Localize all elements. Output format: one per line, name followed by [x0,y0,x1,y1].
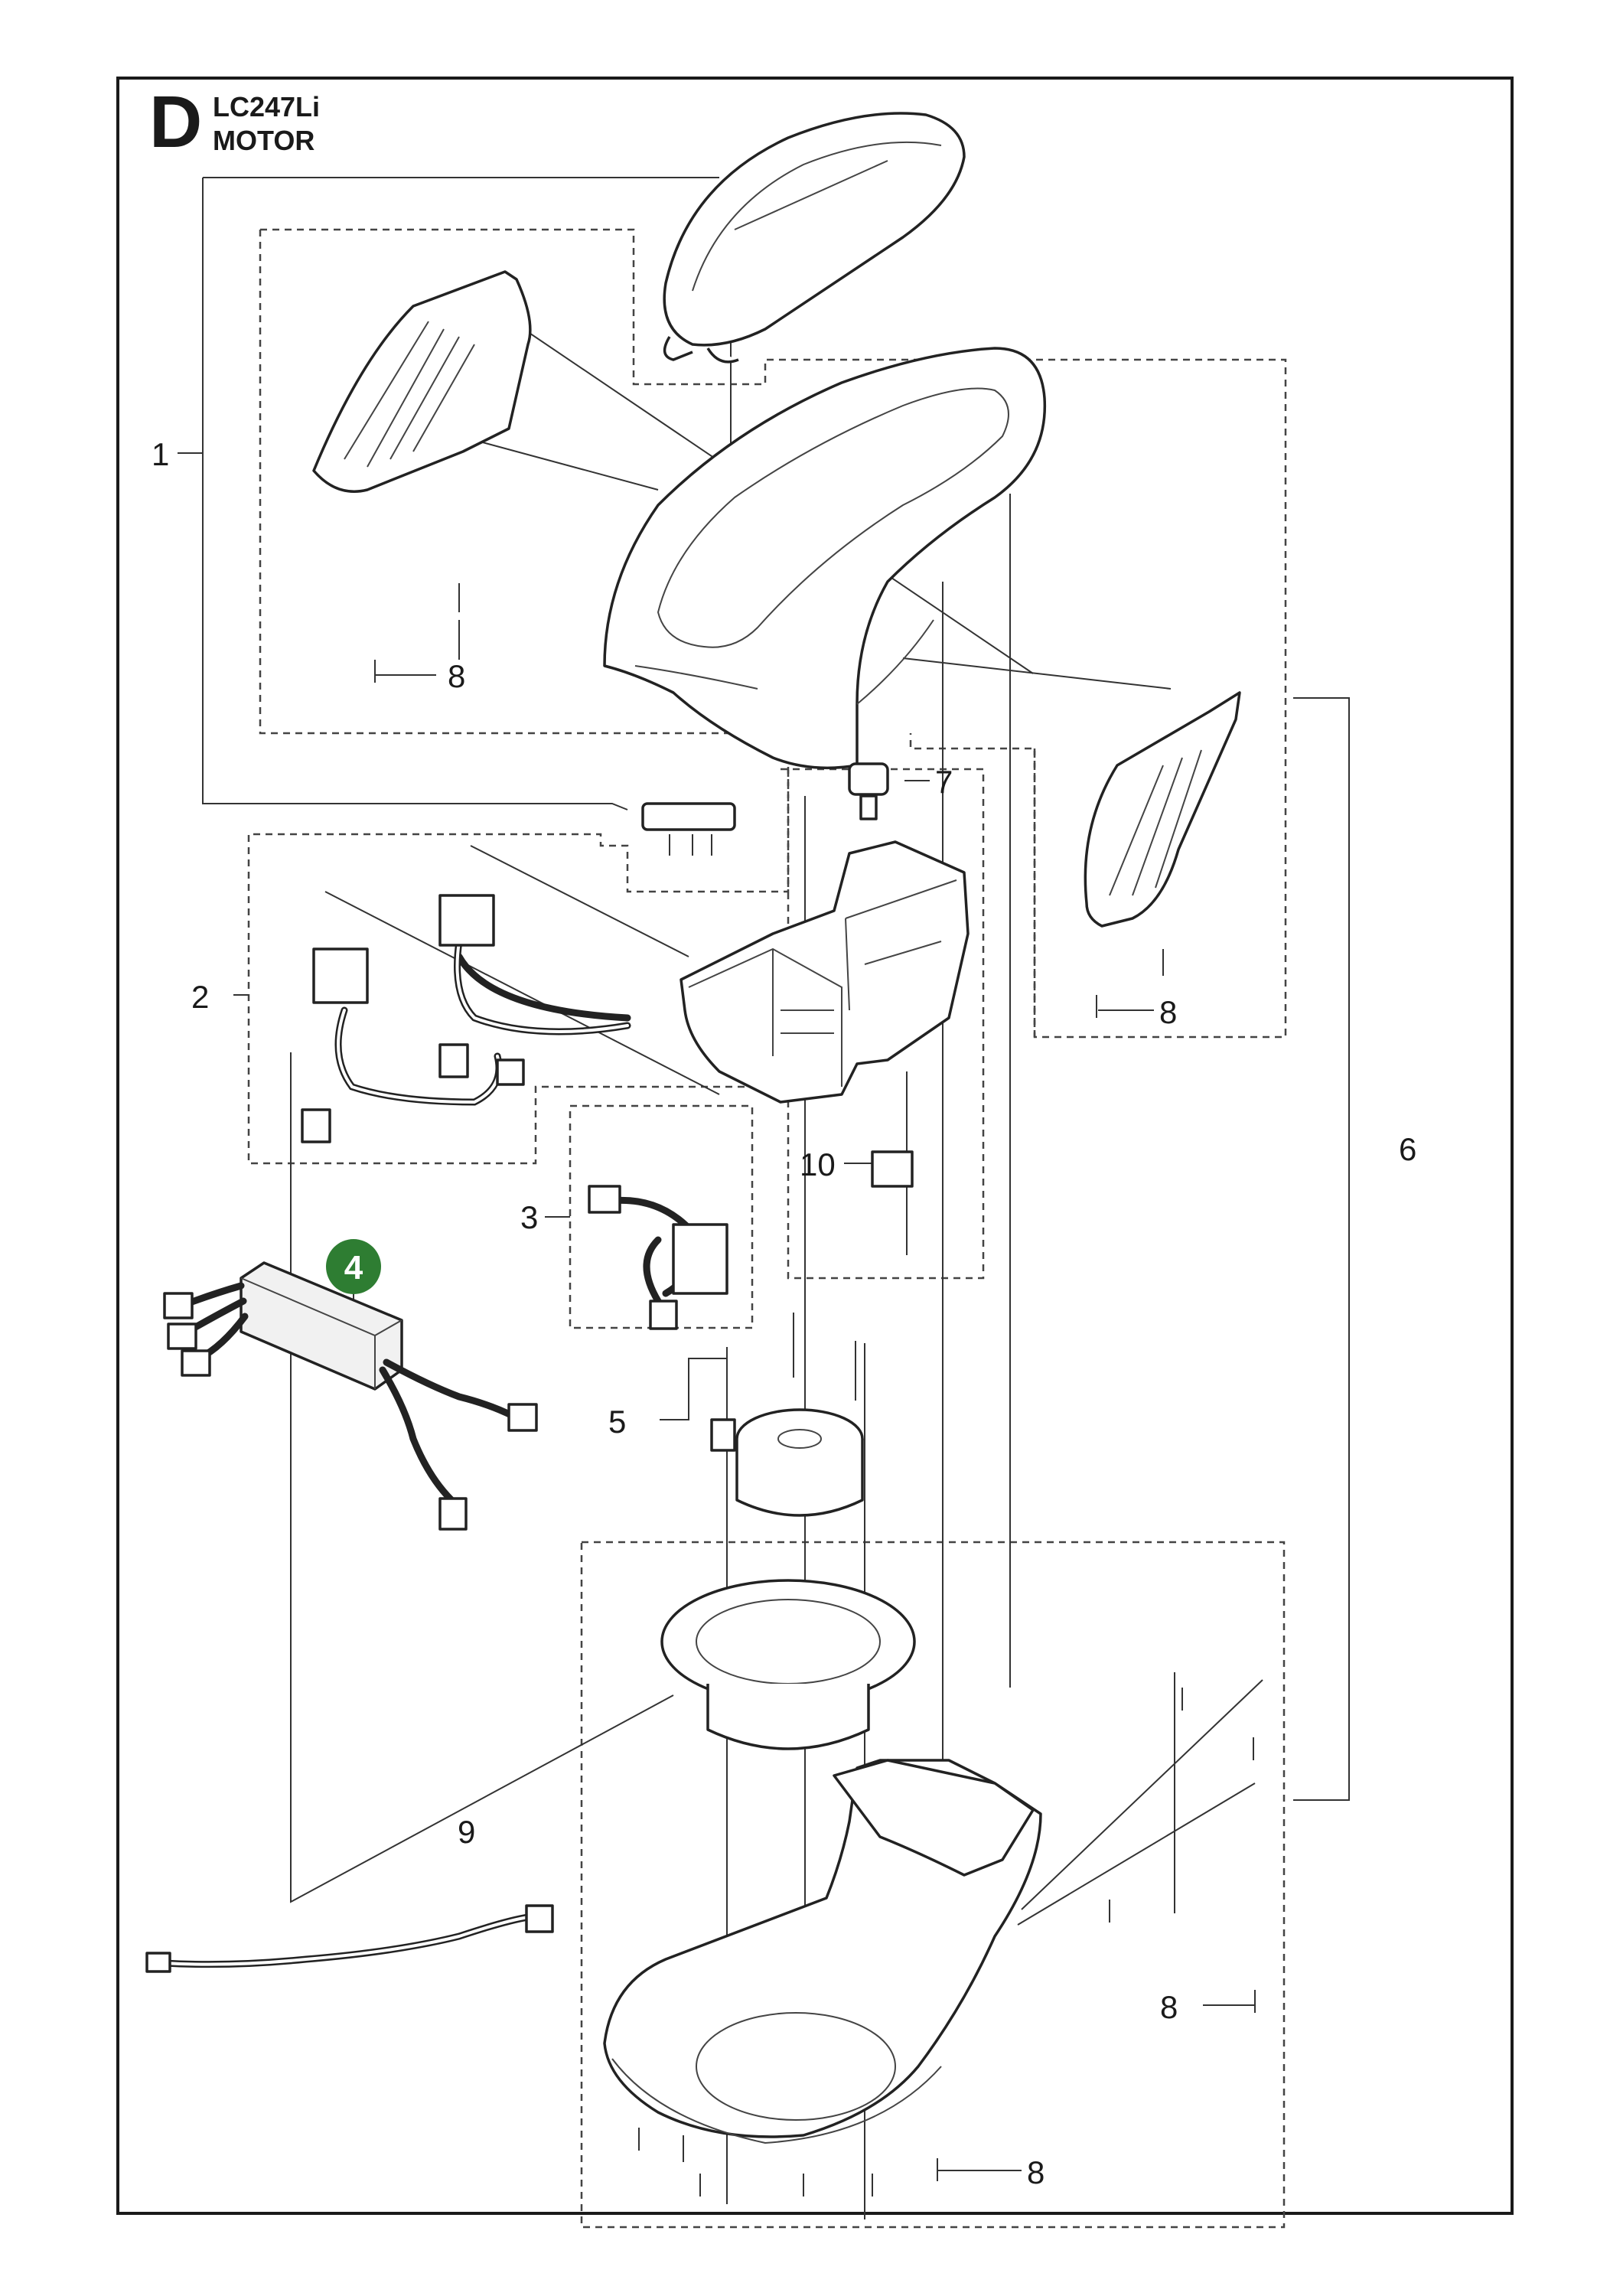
cable-9-plug-a [145,1952,171,1973]
motor-shaft-ring [777,1429,822,1449]
callout-8-base-bottom: 8 [1027,2154,1045,2190]
harness-connector-b [438,894,495,947]
harness-connector-a [312,947,369,1004]
controller-edges [240,1277,402,1389]
battery-compartment-edges [688,879,957,1087]
callout-9: 9 [458,1814,475,1850]
callout-8-right-panel: 8 [1159,994,1177,1030]
controller-plug-e [438,1497,468,1531]
power-button-stem [859,794,878,820]
bracket-1 [202,178,628,810]
callout-3: 3 [520,1199,538,1235]
group-box-top-left [260,228,1287,1039]
harness-plug-a [301,1108,331,1143]
left-side-panel [312,270,532,493]
lid-detail-2 [734,160,888,230]
sub-harness-module [672,1223,728,1295]
callout-8-left-panel: 8 [448,658,465,694]
callout-4-highlight [326,1239,381,1294]
bracket-6 [1293,697,1350,1801]
bracket-9 [290,1052,674,1903]
cable-9-plug-b [525,1904,554,1933]
callout-4: 4 [344,1249,363,1287]
battery-compartment [680,840,970,1104]
assembly-line-j [470,845,689,957]
lid-hinges [663,336,739,364]
motor-body [735,1439,864,1517]
right-panel-ribs [1109,749,1202,896]
switch-block [871,1150,914,1188]
top-housing [603,347,1047,770]
lid-detail [692,141,942,292]
power-button [848,762,889,796]
controller-plug-a [163,1292,194,1319]
group-box-base [580,1541,1286,2229]
harness-plug-c [496,1058,525,1086]
controller-plug-b [167,1322,197,1350]
latch-assembly [641,802,736,831]
group-title: MOTOR [213,125,315,156]
harness-plug-b [438,1043,469,1078]
motor-connector [710,1418,736,1452]
controller-unit [240,1261,403,1391]
callout-8-base-right: 8 [1160,1989,1178,2025]
chassis-inner-ring [696,2012,896,2121]
drawing-frame [116,77,1514,2215]
right-side-panel [1084,691,1241,928]
controller-wires [180,1282,517,1504]
assembly-line-i [324,891,720,1095]
battery-cover-lid [663,112,966,347]
battery-compartment-ribs [781,941,942,1034]
callout-6: 6 [1399,1131,1416,1167]
callout-1: 1 [152,436,169,472]
sub-harness-plug-a [588,1185,621,1214]
assembly-line-l [1017,1782,1256,1926]
bracket-5 [660,1358,727,1420]
controller-plug-d [507,1403,538,1432]
group-box-housing [781,768,985,1280]
callout-2: 2 [191,979,209,1015]
left-panel-ribs [344,321,475,468]
fan-housing-skirt [706,1684,870,1750]
harness-wire-2-inner [337,940,629,1104]
callout-7: 7 [935,764,953,800]
callout-5: 5 [608,1404,626,1440]
section-letter: D [149,81,203,163]
callout-10: 10 [800,1146,836,1182]
top-housing-contours [634,619,934,705]
chassis-lip [611,2058,942,2144]
chassis-tail [833,1759,1035,1877]
assembly-line-k [1021,1679,1263,1910]
controller-plug-c [181,1349,211,1377]
assembly-line-h [902,657,1172,690]
sub-harness-plug-b [649,1300,678,1330]
cable-9-inner [163,1916,530,1966]
cable-9 [161,1913,532,1968]
model-title: LC247Li [213,91,321,122]
top-housing-opening [657,387,1009,648]
